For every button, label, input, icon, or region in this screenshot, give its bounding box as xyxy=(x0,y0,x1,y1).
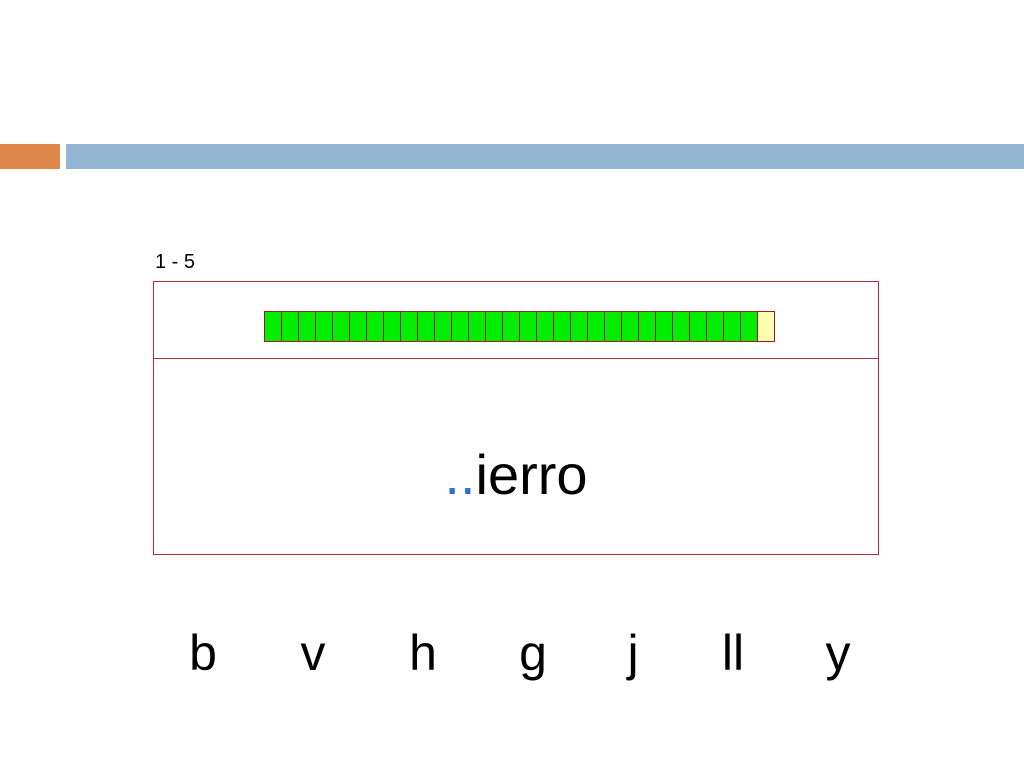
progress-cell-done xyxy=(588,311,605,342)
header-bar xyxy=(66,144,1024,169)
progress-cell-done xyxy=(537,311,554,342)
exercise-word: ..ierro xyxy=(154,443,878,507)
letter-options: b v h g j ll y xyxy=(150,620,890,690)
progress-cell-done xyxy=(639,311,656,342)
progress-cell-done xyxy=(520,311,537,342)
progress-cell-done xyxy=(435,311,452,342)
progress-cell-done xyxy=(571,311,588,342)
progress-cell-done xyxy=(384,311,401,342)
option-j[interactable]: j xyxy=(627,625,639,681)
progress-cell-done xyxy=(486,311,503,342)
word-rest: ierro xyxy=(475,443,588,506)
progress-cell-done xyxy=(418,311,435,342)
progress-cell-done xyxy=(265,311,282,342)
option-ll[interactable]: ll xyxy=(721,625,745,681)
option-v[interactable]: v xyxy=(300,625,326,681)
progress-cell-done xyxy=(605,311,622,342)
progress-cell-done xyxy=(333,311,350,342)
progress-cell-done xyxy=(503,311,520,342)
progress-cell-done xyxy=(622,311,639,342)
word-row: ..ierro xyxy=(154,359,878,554)
progress-cell-done xyxy=(452,311,469,342)
word-blank: .. xyxy=(444,443,476,506)
question-counter: 1 - 5 xyxy=(155,251,196,273)
progress-cell-done xyxy=(350,311,367,342)
option-b[interactable]: b xyxy=(189,625,217,681)
progress-row xyxy=(154,282,878,359)
progress-cell-done xyxy=(741,311,758,342)
progress-cell-pending xyxy=(758,311,775,342)
progress-cell-done xyxy=(554,311,571,342)
progress-cell-done xyxy=(673,311,690,342)
progress-cell-done xyxy=(469,311,486,342)
progress-cell-done xyxy=(707,311,724,342)
progress-cell-done xyxy=(282,311,299,342)
progress-cell-done xyxy=(690,311,707,342)
progress-bar xyxy=(264,311,775,342)
option-g[interactable]: g xyxy=(519,625,547,681)
progress-cell-done xyxy=(724,311,741,342)
progress-cell-done xyxy=(367,311,384,342)
progress-cell-done xyxy=(299,311,316,342)
exercise-box: ..ierro xyxy=(153,281,879,555)
progress-cell-done xyxy=(656,311,673,342)
progress-cell-done xyxy=(401,311,418,342)
option-y[interactable]: y xyxy=(825,625,851,681)
progress-cell-done xyxy=(316,311,333,342)
option-h[interactable]: h xyxy=(409,625,437,681)
header-accent-bar xyxy=(0,144,60,169)
